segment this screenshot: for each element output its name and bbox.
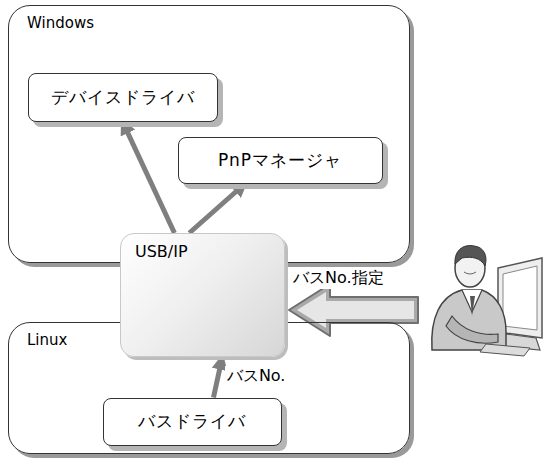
- region-title: Linux: [27, 331, 67, 349]
- flow-arrow: [123, 122, 175, 234]
- os-region: Windows デバイスドライバ PnPマネージャ: [8, 5, 410, 263]
- arrow-label: バスNo.指定: [291, 268, 386, 289]
- region-title: USB/IP: [135, 242, 188, 261]
- region-title: Windows: [27, 14, 94, 32]
- user-illustration: [432, 246, 542, 356]
- process-box: バスドライバ: [103, 398, 282, 446]
- box-label: デバイスドライバ: [51, 86, 195, 109]
- process-box: デバイスドライバ: [28, 73, 218, 122]
- box-label: PnPマネージャ: [218, 149, 342, 172]
- flow-arrow: [189, 184, 245, 234]
- process-box: PnPマネージャ: [178, 137, 383, 184]
- flow-arrow: [213, 357, 222, 398]
- box-label: バスドライバ: [138, 410, 246, 433]
- usbip-box: USB/IP: [120, 233, 285, 357]
- command-arrow: [289, 284, 418, 336]
- edge-label: バスNo.: [225, 366, 288, 387]
